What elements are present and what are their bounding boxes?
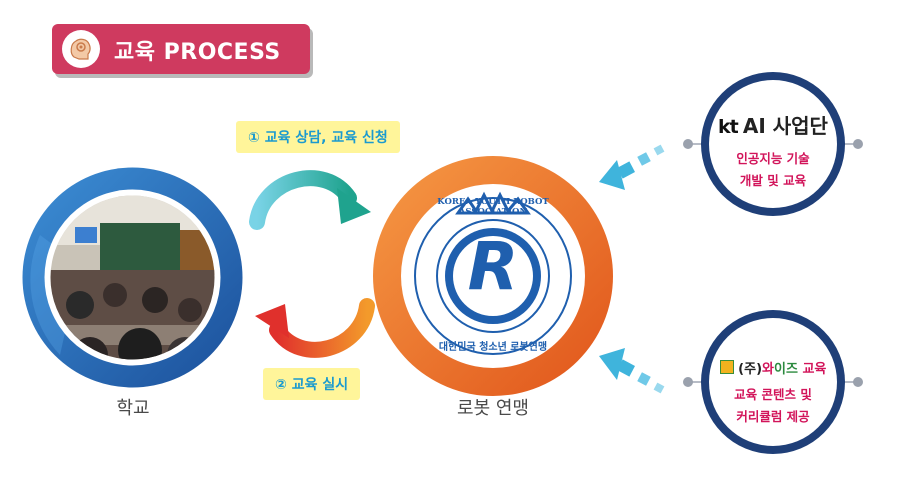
wise-logo-name-a: 와 bbox=[762, 362, 774, 377]
partner-kt-line2: 개발 및 교육 bbox=[739, 173, 807, 188]
partner-wise: (주)와이즈 교육 교육 콘텐츠 및 커리큘럼 제공 bbox=[682, 310, 864, 460]
kt-logo: kt bbox=[718, 116, 739, 138]
wise-logo-name-c: 교육 bbox=[802, 362, 827, 377]
league-logo-korean: 대한민국 청소년 로봇연맹 bbox=[438, 342, 548, 353]
classroom-photo bbox=[22, 167, 243, 388]
league-node: R KOREA YOUTH ROBOT ASSOCIATION 대한민국 청소년… bbox=[372, 155, 614, 397]
partner-kt-line1: 인공지능 기술 bbox=[736, 151, 810, 166]
page-title: 교육 PROCESS bbox=[114, 40, 281, 65]
arrow-to-school bbox=[255, 298, 375, 358]
brain-gear-icon bbox=[62, 30, 100, 68]
league-logo-ring bbox=[373, 156, 613, 396]
title-banner: 교육 PROCESS bbox=[52, 24, 310, 74]
wise-logo-prefix: (주) bbox=[738, 362, 763, 377]
arrow-from-wise bbox=[599, 348, 665, 394]
school-caption: 학교 bbox=[116, 398, 150, 419]
arrow-to-league bbox=[249, 170, 371, 230]
partner-wise-line1: 교육 콘텐츠 및 bbox=[734, 387, 812, 402]
arrow-from-kt bbox=[599, 144, 665, 190]
league-caption: 로봇 연맹 bbox=[457, 398, 529, 419]
school-node bbox=[20, 165, 245, 390]
partner-kt: kt AI 사업단 인공지능 기술 개발 및 교육 bbox=[682, 72, 864, 222]
process-arrows bbox=[249, 170, 375, 358]
wise-logo-name-b: 이즈 bbox=[773, 362, 798, 377]
partner-wise-line2: 커리큘럼 제공 bbox=[736, 409, 810, 424]
partner-kt-name: AI 사업단 bbox=[742, 114, 828, 138]
step-label-execute: ② 교육 실시 bbox=[263, 368, 361, 400]
league-logo-letter: R bbox=[467, 228, 519, 305]
wise-house-icon bbox=[719, 360, 734, 374]
step-label-consult: ① 교육 상담, 교육 신청 bbox=[236, 121, 400, 153]
league-logo-ring-text: KOREA YOUTH ROBOT ASSOCIATION bbox=[437, 197, 549, 217]
